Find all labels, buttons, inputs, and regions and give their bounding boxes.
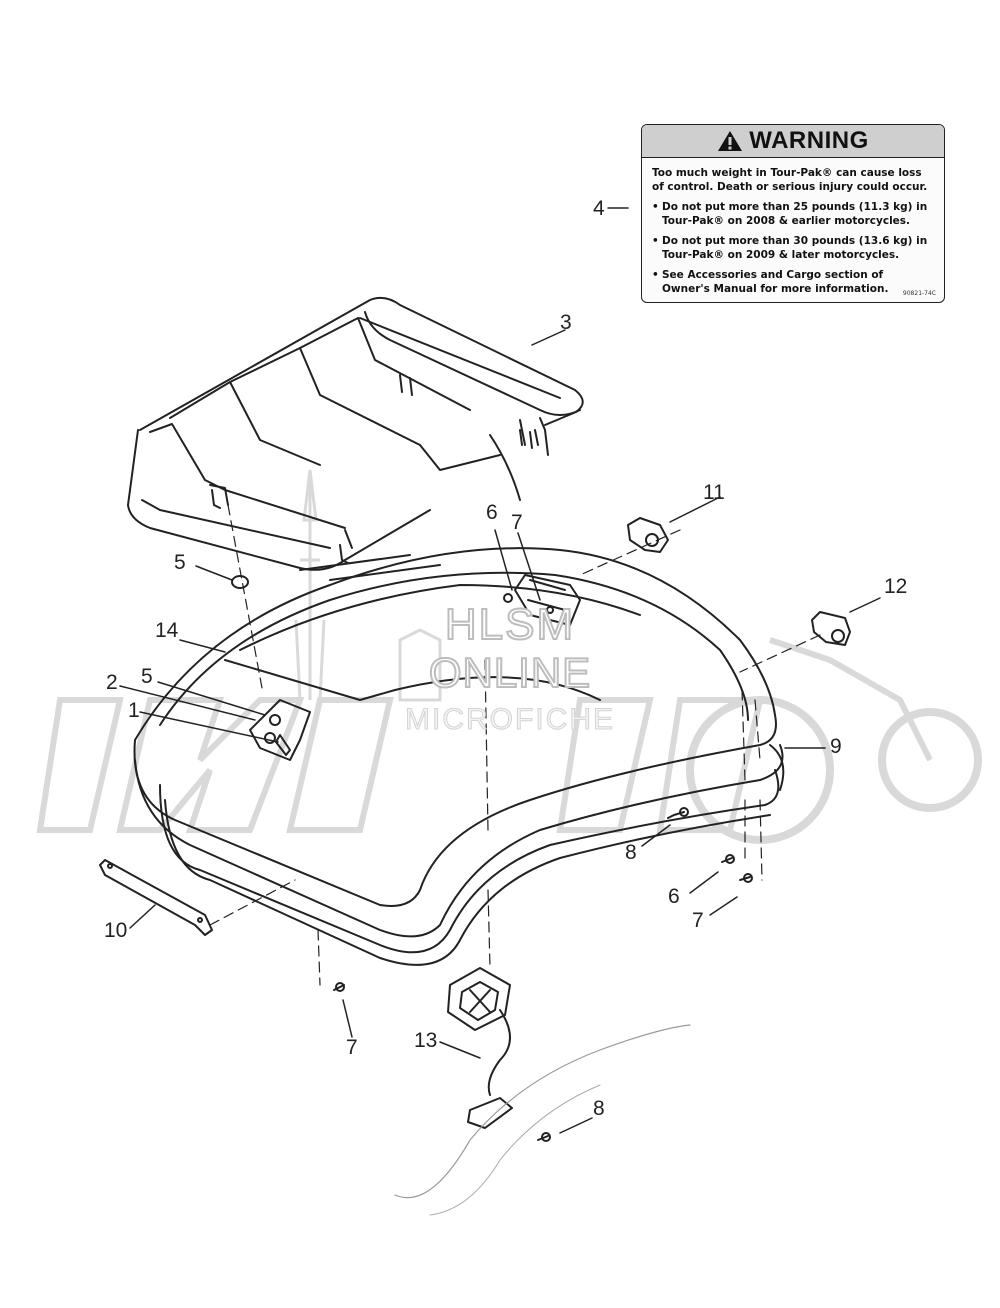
callout-7: 7 — [346, 1036, 358, 1059]
luggage-rack — [127, 296, 584, 571]
warning-part-code: 90821-74C — [902, 290, 936, 297]
latch-plate — [249, 699, 311, 761]
warning-bullet: •Do not put more than 25 pounds (11.3 kg… — [652, 201, 928, 227]
dashed-guides — [209, 504, 821, 986]
watermark-online: ONLINE — [428, 649, 592, 696]
watermark-hlsm: HLSM — [444, 600, 576, 649]
watermark-graphic — [36, 469, 982, 844]
warning-triangle-icon — [718, 131, 743, 151]
warning-title: WARNING — [749, 127, 869, 154]
fender-outline — [394, 1024, 691, 1199]
callout-9: 9 — [830, 735, 842, 758]
callout-11: 11 — [703, 481, 725, 504]
warning-label: WARNING Too much weight in Tour-Pak® can… — [641, 124, 945, 303]
callout-8: 8 — [593, 1097, 605, 1120]
callout-7: 7 — [511, 511, 523, 534]
callout-2: 2 — [106, 671, 118, 694]
callout-6: 6 — [486, 501, 498, 524]
callout-5: 5 — [174, 551, 186, 574]
callout-8: 8 — [625, 841, 637, 864]
latch-11 — [627, 517, 669, 553]
warning-bullet: •See Accessories and Cargo section of Ow… — [652, 269, 889, 295]
tail-light — [447, 967, 513, 1129]
leader-lines — [119, 207, 881, 1134]
warning-header: WARNING — [642, 125, 944, 158]
callout-6: 6 — [668, 885, 680, 908]
rubber-bumper — [231, 575, 249, 589]
watermark-microfiche: MICROFICHE — [405, 703, 615, 736]
warning-body: Too much weight in Tour-Pak® can cause l… — [642, 158, 944, 302]
callout-14: 14 — [155, 619, 179, 642]
warning-intro: Too much weight in Tour-Pak® can cause l… — [652, 167, 928, 193]
hinge-bracket — [503, 574, 581, 626]
callout-12: 12 — [884, 575, 908, 598]
tour-pak-lid — [133, 547, 784, 938]
gasket-seal — [159, 744, 785, 966]
hinge-strap — [99, 859, 213, 936]
callout-10: 10 — [104, 919, 128, 942]
warning-bullet: •Do not put more than 30 pounds (13.6 kg… — [652, 235, 928, 261]
callout-4: 4 — [593, 197, 605, 220]
callout-1: 1 — [128, 699, 140, 722]
callout-3: 3 — [560, 311, 572, 334]
callout-13: 13 — [414, 1029, 438, 1052]
latch-12 — [811, 611, 851, 646]
callout-5: 5 — [141, 665, 153, 688]
screws — [333, 807, 753, 1142]
fender-outline-inner — [429, 1084, 601, 1216]
callout-7: 7 — [692, 909, 704, 932]
